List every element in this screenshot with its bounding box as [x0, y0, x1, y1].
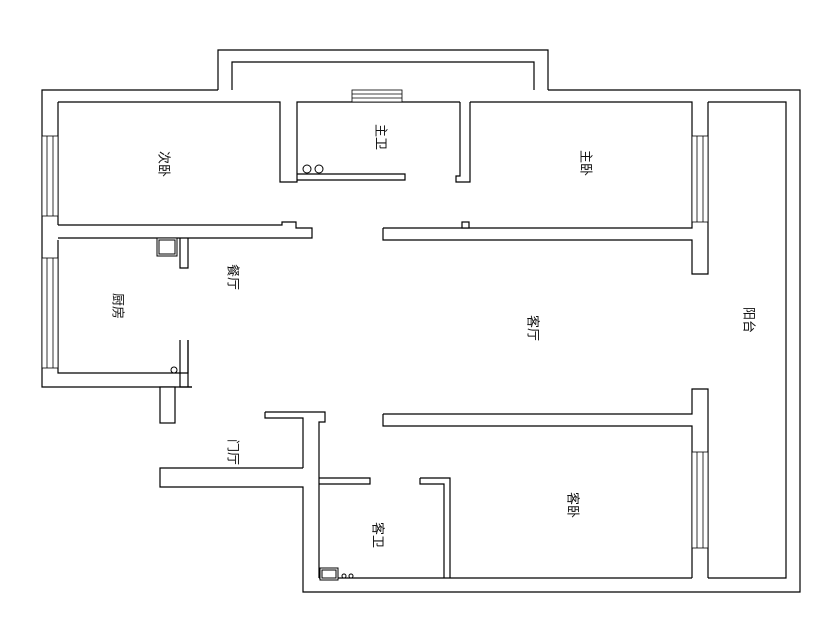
- outer-walls: [41, 49, 801, 593]
- master-bath-fixture: [302, 164, 312, 174]
- window-master-bath: [351, 89, 403, 103]
- window-master-bedroom: [691, 135, 709, 223]
- window-kitchen: [41, 257, 59, 369]
- window-guest-bedroom: [691, 451, 709, 549]
- label-guest-bedroom: 客卧: [565, 492, 581, 518]
- kitchen-sink: [170, 366, 178, 374]
- label-kitchen: 厨房: [110, 293, 126, 319]
- label-guest-bath: 客卫: [370, 522, 386, 548]
- windows: [41, 89, 709, 549]
- label-balcony: 阳台: [741, 307, 756, 333]
- label-foyer: 门厅: [225, 439, 240, 465]
- window-secondary-bedroom: [41, 135, 59, 217]
- label-master-bedroom: 主卧: [578, 150, 593, 176]
- label-living: 客厅: [525, 315, 541, 341]
- interior-walls: [58, 102, 709, 578]
- fixtures: [156, 164, 354, 581]
- label-master-bath: 主卫: [373, 124, 388, 150]
- room-labels: 次卧 主卫 主卧 餐厅 厨房 客厅 阳台 门厅 客卫 客卧: [110, 124, 756, 548]
- label-dining: 餐厅: [225, 264, 241, 290]
- label-secondary-bedroom: 次卧: [156, 151, 172, 177]
